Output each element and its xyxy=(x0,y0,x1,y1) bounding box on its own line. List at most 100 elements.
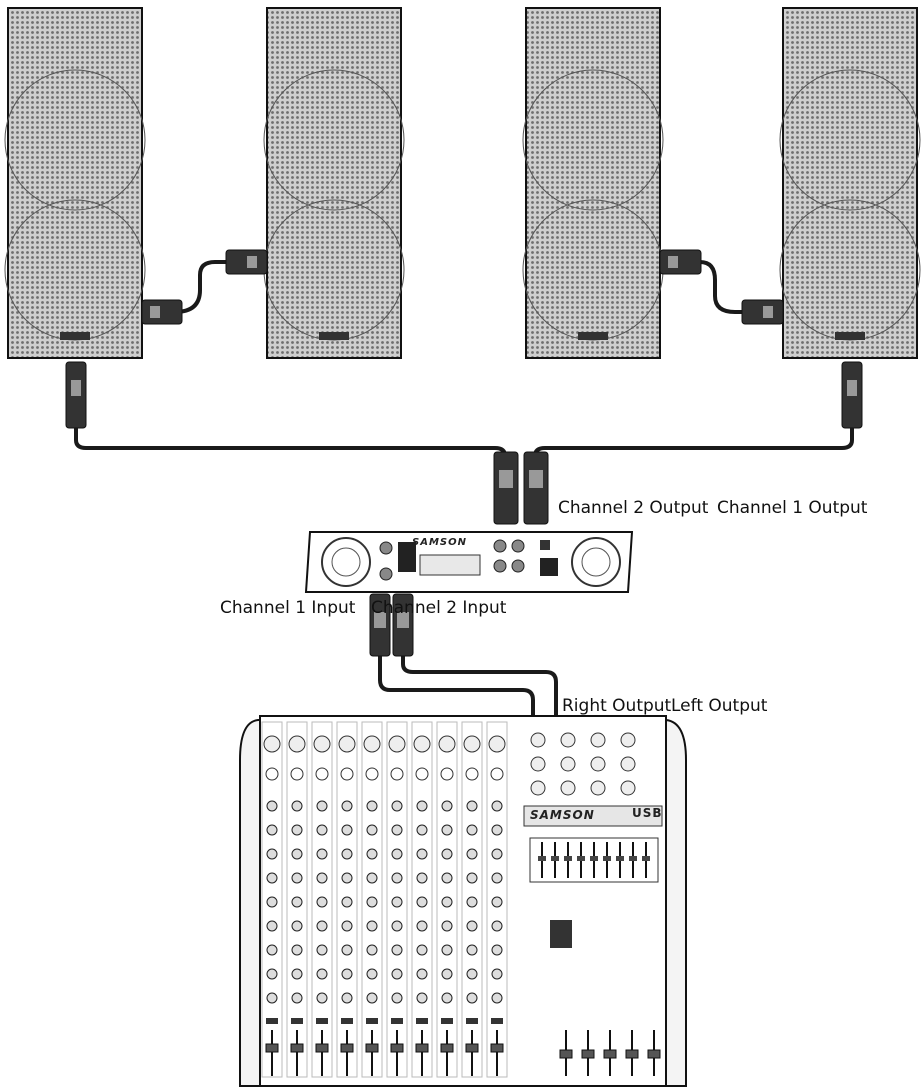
output-jack-icon xyxy=(560,780,576,796)
usb-badge: USB xyxy=(632,806,663,820)
link-plug-right-a xyxy=(659,249,702,275)
master-fader-cap xyxy=(647,1049,661,1059)
label-left-output: Left Output xyxy=(671,696,768,716)
knob-icon xyxy=(316,848,328,860)
knob-icon xyxy=(316,920,328,932)
xlr-input-icon xyxy=(463,735,481,753)
knob-icon xyxy=(366,968,378,980)
channel-strip xyxy=(386,721,408,1078)
amp-output-plug-ch1 xyxy=(523,451,549,525)
knob-icon xyxy=(391,968,403,980)
output-jack-icon xyxy=(560,732,576,748)
knob-icon xyxy=(266,800,278,812)
mute-button xyxy=(391,1018,403,1024)
knob-icon xyxy=(266,848,278,860)
knob-icon xyxy=(391,800,403,812)
knob-icon xyxy=(291,872,303,884)
knob-icon xyxy=(366,920,378,932)
mixer-channel-strips xyxy=(261,721,661,1078)
output-jack-icon xyxy=(620,756,636,772)
knob-icon xyxy=(441,824,453,836)
channel-strip xyxy=(286,721,308,1078)
knob-icon xyxy=(341,872,353,884)
mute-button xyxy=(316,1018,328,1024)
mute-button xyxy=(491,1018,503,1024)
knob-icon xyxy=(316,944,328,956)
knob-icon xyxy=(266,920,278,932)
speaker-badge xyxy=(835,332,865,340)
master-fader-cap xyxy=(625,1049,639,1059)
knob-icon xyxy=(491,944,503,956)
jack-input-icon xyxy=(265,767,279,781)
amp-input-cables xyxy=(378,650,558,718)
mixer-display xyxy=(550,920,572,948)
knob-icon xyxy=(316,968,328,980)
power-amplifier xyxy=(304,531,634,593)
knob-icon xyxy=(441,800,453,812)
output-jack-icon xyxy=(620,780,636,796)
channel-strip xyxy=(261,721,283,1078)
jack-input-icon xyxy=(490,767,504,781)
knob-icon xyxy=(441,992,453,1004)
amp-input-plug-ch1 xyxy=(369,593,391,657)
knob-icon xyxy=(341,800,353,812)
fader-cap xyxy=(265,1043,279,1053)
knob-icon xyxy=(466,992,478,1004)
knob-icon xyxy=(416,848,428,860)
jack-input-icon xyxy=(365,767,379,781)
output-jack-icon xyxy=(590,732,606,748)
knob-icon xyxy=(291,800,303,812)
channel-strip xyxy=(461,721,483,1078)
jack-input-icon xyxy=(440,767,454,781)
mute-button xyxy=(366,1018,378,1024)
knob-icon xyxy=(391,920,403,932)
mute-button xyxy=(416,1018,428,1024)
link-plug-left-a xyxy=(141,299,183,325)
graphic-eq-sliders xyxy=(538,842,650,878)
master-fader-cap xyxy=(559,1049,573,1059)
xlr-input-icon xyxy=(363,735,381,753)
knob-icon xyxy=(391,848,403,860)
xlr-input-icon xyxy=(413,735,431,753)
xlr-input-icon xyxy=(488,735,506,753)
knob-icon xyxy=(291,992,303,1004)
speaker-link-cable-left xyxy=(174,260,228,314)
knob-icon xyxy=(416,824,428,836)
fan-right-icon xyxy=(571,537,621,587)
link-plug-left-b xyxy=(225,249,268,275)
mute-button xyxy=(466,1018,478,1024)
knob-icon xyxy=(466,800,478,812)
knob-icon xyxy=(366,824,378,836)
xlr-input-icon xyxy=(288,735,306,753)
jack-input-icon xyxy=(340,767,354,781)
eq-slider-cap xyxy=(564,856,572,861)
knob-icon xyxy=(491,872,503,884)
mute-button xyxy=(291,1018,303,1024)
knob-icon xyxy=(391,824,403,836)
knob-icon xyxy=(341,968,353,980)
knob-icon xyxy=(366,848,378,860)
knob-icon xyxy=(316,896,328,908)
label-channel-1-output: Channel 1 Output xyxy=(717,498,868,518)
jack-input-icon xyxy=(290,767,304,781)
xlr-input-icon xyxy=(338,735,356,753)
knob-icon xyxy=(316,800,328,812)
fader-cap xyxy=(440,1043,454,1053)
speaker-badge xyxy=(319,332,349,340)
output-jack-icon xyxy=(620,732,636,748)
knob-icon xyxy=(466,920,478,932)
channel-strip xyxy=(486,721,508,1078)
knob-icon xyxy=(491,800,503,812)
knob-icon xyxy=(491,992,503,1004)
knob-icon xyxy=(416,896,428,908)
knob-icon xyxy=(491,968,503,980)
knob-icon xyxy=(316,824,328,836)
knob-icon xyxy=(266,824,278,836)
knob-icon xyxy=(366,800,378,812)
jack-input-icon xyxy=(390,767,404,781)
amp-output-plug-ch2 xyxy=(493,451,519,525)
mixer-brand-panel xyxy=(523,805,663,827)
channel-strip xyxy=(311,721,333,1078)
fader-cap xyxy=(315,1043,329,1053)
knob-icon xyxy=(391,944,403,956)
